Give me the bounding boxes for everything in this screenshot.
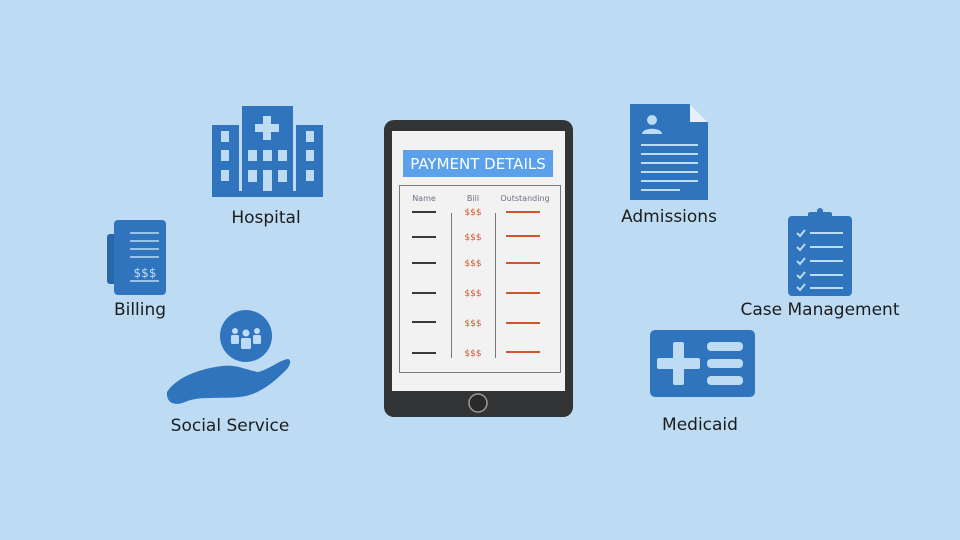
clipboard-checklist-icon bbox=[788, 208, 852, 296]
column-header-bill: Bill bbox=[467, 194, 479, 203]
admissions-node: Admissions bbox=[621, 104, 717, 227]
payment-details-title: PAYMENT DETAILS bbox=[410, 155, 546, 173]
admissions-label: Admissions bbox=[621, 207, 717, 227]
table-row: $$$ bbox=[412, 319, 540, 329]
bill-value: $$$ bbox=[464, 233, 481, 243]
column-header-name: Name bbox=[412, 194, 436, 203]
bill-value: $$$ bbox=[464, 289, 481, 299]
bill-value: $$$ bbox=[464, 208, 481, 218]
medicaid-label: Medicaid bbox=[662, 415, 738, 435]
table-row: $$$ bbox=[412, 289, 540, 299]
bill-value: $$$ bbox=[464, 349, 481, 359]
table-row: $$$ bbox=[412, 233, 540, 243]
billing-symbol: $$$ bbox=[134, 266, 157, 280]
table-row: $$$ bbox=[412, 259, 540, 269]
case-management-node: Case Management bbox=[741, 208, 900, 320]
table-row: $$$ bbox=[412, 349, 540, 359]
profile-document-icon bbox=[630, 104, 708, 200]
payment-table bbox=[399, 185, 561, 373]
medical-card-icon bbox=[650, 330, 755, 397]
bill-value: $$$ bbox=[464, 319, 481, 329]
table-row: $$$ bbox=[412, 208, 540, 218]
social-service-node: Social Service bbox=[166, 310, 291, 436]
bill-value: $$$ bbox=[464, 259, 481, 269]
column-header-outstanding: Outstanding bbox=[500, 194, 549, 203]
case-management-label: Case Management bbox=[741, 300, 900, 320]
hospital-node: Hospital bbox=[212, 106, 323, 228]
hospital-icon bbox=[212, 106, 323, 197]
hand-people-icon bbox=[166, 310, 291, 404]
social-service-label: Social Service bbox=[171, 416, 290, 436]
billing-node: $$$ Billing bbox=[107, 220, 166, 320]
tablet: PAYMENT DETAILS Name Bill Outstanding $$… bbox=[384, 120, 573, 417]
title-bar bbox=[403, 150, 553, 177]
billing-document-icon: $$$ bbox=[107, 220, 166, 295]
hospital-label: Hospital bbox=[231, 208, 300, 228]
medicaid-node: Medicaid bbox=[650, 330, 755, 435]
home-button[interactable] bbox=[468, 393, 488, 413]
billing-label: Billing bbox=[114, 300, 166, 320]
